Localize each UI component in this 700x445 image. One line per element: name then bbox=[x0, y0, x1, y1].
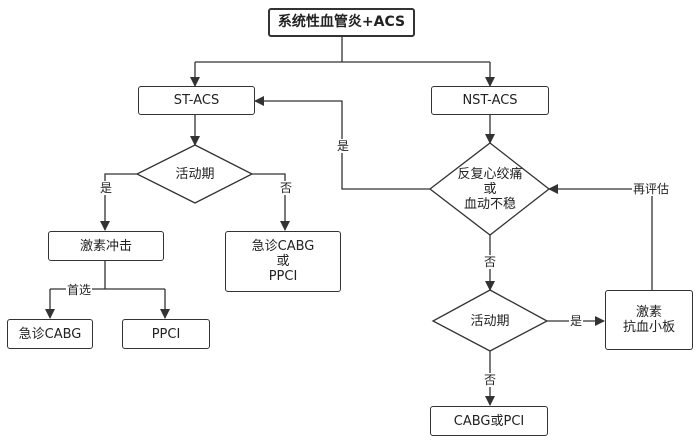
decision-active-left bbox=[135, 144, 254, 204]
edge-label-no-right-2: 否 bbox=[483, 373, 498, 387]
ppci-node: PPCI bbox=[122, 319, 210, 349]
steroid-antiplatelet-line-2: 抗血小板 bbox=[622, 320, 675, 335]
active-right-label: 活动期 bbox=[470, 313, 510, 329]
angina-label: 反复心绞痛 或 血动不稳 bbox=[448, 166, 532, 212]
emerg-cabg-or-ppci-line-2: 或 bbox=[276, 254, 290, 269]
edge-reassess bbox=[548, 184, 653, 290]
edge-label-yes-left: 是 bbox=[99, 181, 114, 195]
emerg-cabg-or-ppci-line-1: 急诊CABG bbox=[251, 239, 315, 254]
edge-label-reassess: 再评估 bbox=[632, 182, 671, 196]
emerg-cabg-or-ppci-line-3: PPCI bbox=[268, 269, 298, 284]
steroid-pulse-node: 激素冲击 bbox=[48, 231, 164, 261]
decision-angina bbox=[428, 142, 551, 236]
edge-label-yes-back: 是 bbox=[336, 139, 351, 153]
steroid-antiplatelet-node: 激素 抗血小板 bbox=[605, 290, 693, 350]
decision-active-right bbox=[431, 289, 549, 352]
edge-label-preferred: 首选 bbox=[66, 283, 93, 297]
st-acs-node: ST-ACS bbox=[138, 86, 255, 115]
edge-label-yes-right: 是 bbox=[569, 314, 584, 328]
angina-line-1: 反复心绞痛 bbox=[457, 166, 523, 182]
edge-active-yes bbox=[100, 173, 137, 231]
angina-line-3: 血动不稳 bbox=[463, 196, 516, 212]
edge-label-no-left: 否 bbox=[279, 181, 294, 195]
cabg-or-pci-node: CABG或PCI bbox=[430, 406, 548, 436]
angina-line-2: 或 bbox=[483, 181, 497, 197]
steroid-antiplatelet-line-1: 激素 bbox=[635, 305, 662, 320]
nst-acs-node: NST-ACS bbox=[431, 86, 549, 115]
active-left-label: 活动期 bbox=[175, 166, 215, 182]
root-node: 系统性血管炎+ACS bbox=[268, 8, 415, 37]
edge-label-no-right-1: 否 bbox=[483, 255, 498, 269]
edge-active-no bbox=[252, 173, 290, 231]
emerg-cabg-node: 急诊CABG bbox=[7, 319, 93, 349]
emerg-cabg-or-ppci-node: 急诊CABG 或 PPCI bbox=[225, 231, 341, 292]
